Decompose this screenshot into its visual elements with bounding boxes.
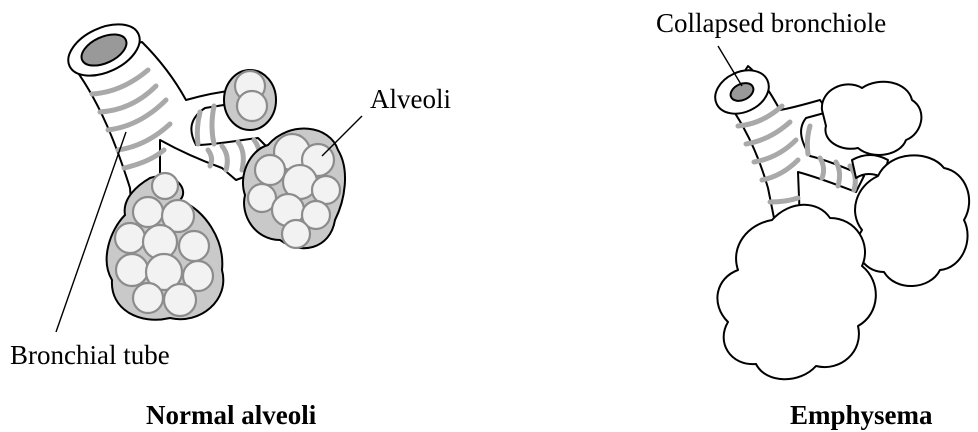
ring-stripe [197, 112, 200, 144]
emphysema-alveolus-sac-left [717, 205, 875, 380]
emphysema-alveolus-sac-top [822, 82, 922, 155]
ring-stripe [212, 106, 214, 144]
ring-stripe [807, 126, 810, 154]
emphysema-caption: Emphysema [790, 400, 933, 430]
normal-alveolus-cluster-left [107, 173, 224, 320]
emphysema-illustration [708, 62, 969, 379]
alveoli-label: Alveoli [370, 84, 451, 114]
bronchial-tube-label: Bronchial tube [10, 340, 170, 370]
normal-alveoli-illustration [60, 14, 345, 320]
normal-alveolus-sac-top [224, 70, 276, 130]
normal-alveoli-caption: Normal alveoli [146, 400, 317, 430]
collapsed-bronchiole-label: Collapsed bronchiole [656, 8, 886, 38]
